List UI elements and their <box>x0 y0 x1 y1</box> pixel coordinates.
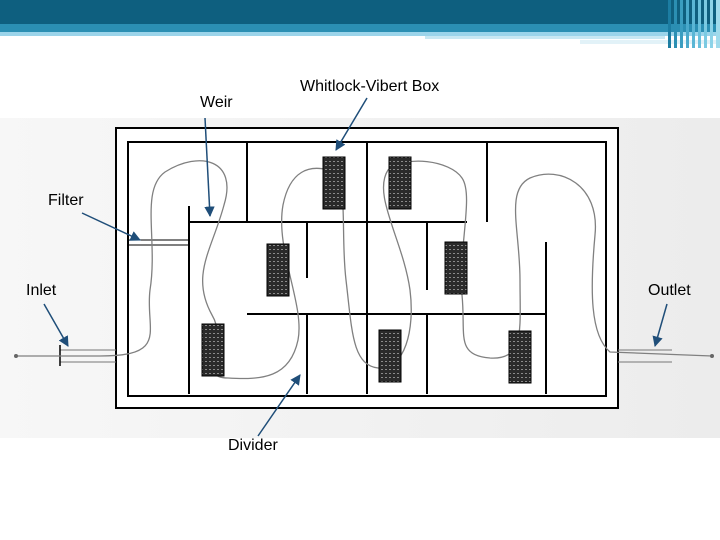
whitlock-vibert-box-2 <box>266 243 290 297</box>
filter-arrow <box>81 212 141 241</box>
outlet-point <box>710 354 714 358</box>
outlet-arrow <box>652 303 668 348</box>
filter-label: Filter <box>48 192 84 209</box>
outlet-pipe <box>618 349 672 363</box>
flow-path <box>16 160 713 380</box>
whitlock-vibert-box-arrow <box>335 97 368 151</box>
divider-label: Divider <box>228 437 278 454</box>
whitlock-vibert-box-4 <box>378 329 402 383</box>
weir-label: Weir <box>200 94 233 111</box>
whitlock-vibert-box-1 <box>201 323 225 377</box>
inlet-label: Inlet <box>26 282 57 299</box>
divider-arrow <box>257 374 301 437</box>
inlet-arrow <box>43 303 69 347</box>
whitlock-vibert-box-5 <box>388 156 412 210</box>
outlet-label: Outlet <box>648 282 691 299</box>
whitlock-vibert-box-label: Whitlock-Vibert Box <box>300 78 440 95</box>
whitlock-vibert-box-3 <box>322 156 346 210</box>
whitlock-vibert-box-6 <box>444 241 468 295</box>
header-stripes-decoration <box>668 0 720 48</box>
inlet-point <box>14 354 18 358</box>
weir-arrow <box>204 117 215 218</box>
whitlock-vibert-box-7 <box>508 330 532 384</box>
header-band <box>0 0 720 48</box>
